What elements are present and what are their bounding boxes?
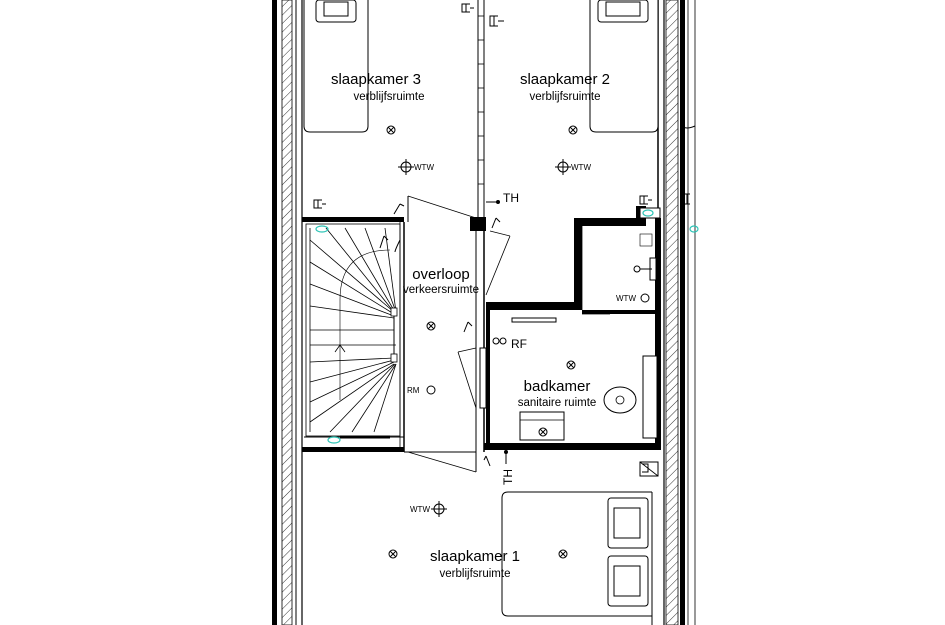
wtw-slaapkamer2-icon	[555, 159, 571, 175]
rm-circle-icon	[426, 385, 436, 395]
light-overloop-icon	[426, 321, 436, 331]
room-name-slaapkamer3: slaapkamer 3	[331, 71, 421, 88]
room-labels: slaapkamer 3 verblijfsruimte slaapkamer …	[331, 71, 610, 580]
interior-walls	[302, 0, 661, 477]
light-slaapkamer3-icon	[386, 125, 396, 135]
room-name-overloop: overloop	[412, 266, 470, 283]
doors	[407, 195, 610, 473]
room-type-badkamer: sanitaire ruimte	[518, 397, 597, 409]
outlet-symbols	[313, 3, 690, 473]
wtw-slaapkamer3-icon	[398, 159, 414, 175]
wtw-label-slaapkamer2: WTW	[571, 163, 591, 172]
room-type-slaapkamer1: verblijfsruimte	[440, 568, 511, 580]
exterior-walls	[272, 0, 696, 625]
room-name-slaapkamer1: slaapkamer 1	[430, 548, 520, 565]
toilet-room-valve-icon	[633, 265, 652, 273]
room-name-badkamer: badkamer	[524, 378, 591, 395]
light-slaapkamer2-icon	[568, 125, 578, 135]
beds	[303, 0, 696, 625]
light-badkamer-icon	[566, 360, 576, 370]
room-type-slaapkamer2: verblijfsruimte	[530, 91, 601, 103]
accent-markers	[315, 209, 699, 444]
rf-label: RF	[511, 337, 527, 351]
room-type-slaapkamer3: verblijfsruimte	[354, 91, 425, 103]
ceiling-lights	[386, 125, 578, 559]
rm-label: RM	[407, 386, 420, 395]
th-label-bottom: TH	[501, 469, 515, 485]
th-label-top: TH	[503, 191, 519, 205]
wtw-label-slaapkamer1: WTW	[410, 505, 430, 514]
wtw-valves	[398, 159, 652, 517]
wtw-toilet-icon	[640, 293, 650, 303]
wtw-label-slaapkamer3: WTW	[414, 163, 434, 172]
wtw-label-toilet: WTW	[616, 294, 636, 303]
thermostat-markers	[486, 200, 508, 464]
wtw-slaapkamer1-icon	[431, 501, 447, 517]
sanitary-fixtures	[511, 233, 658, 441]
room-name-slaapkamer2: slaapkamer 2	[520, 71, 610, 88]
symbol-labels: WTW WTW WTW WTW TH TH RF RM	[407, 163, 636, 514]
room-type-overloop: verkeersruimte	[403, 284, 479, 296]
light-slaapkamer1-right-icon	[558, 549, 568, 559]
light-sink-icon	[538, 427, 548, 437]
rf-valve-icon	[492, 337, 507, 345]
staircase	[305, 223, 401, 437]
light-slaapkamer1-left-icon	[388, 549, 398, 559]
